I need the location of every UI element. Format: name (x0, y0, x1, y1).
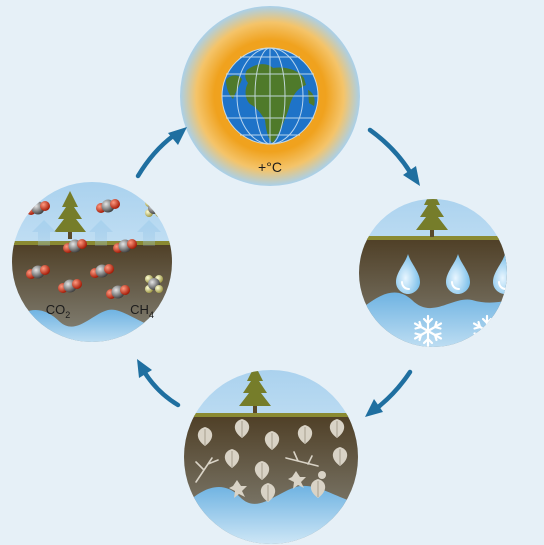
arrowhead-icon (137, 359, 152, 378)
warming-stage: +°C (180, 6, 360, 186)
arrow-emission-to-warming (135, 133, 176, 179)
up-arrow-icon (32, 220, 161, 246)
co2-label: CO2 (46, 302, 71, 320)
twig-icon (195, 451, 319, 483)
globe-icon (221, 47, 319, 145)
arrow-decomposition-to-emission (142, 370, 181, 408)
arrowhead-icon (365, 399, 383, 417)
arrow-warming-to-thaw (367, 127, 413, 175)
thaw-stage (359, 199, 507, 347)
ch4-label: CH4 (130, 302, 154, 320)
arrowhead-icon (168, 127, 187, 145)
organic-matter-icon (229, 471, 326, 498)
organic-matter (195, 418, 348, 503)
arrow-thaw-to-decomposition (374, 369, 413, 411)
arrowhead-icon (403, 166, 420, 186)
emission-stage (12, 182, 172, 342)
cycle-arrows (135, 127, 413, 411)
arrowheads (137, 127, 420, 417)
warming-label: +°C (258, 159, 282, 175)
decomposition-stage (184, 370, 358, 544)
